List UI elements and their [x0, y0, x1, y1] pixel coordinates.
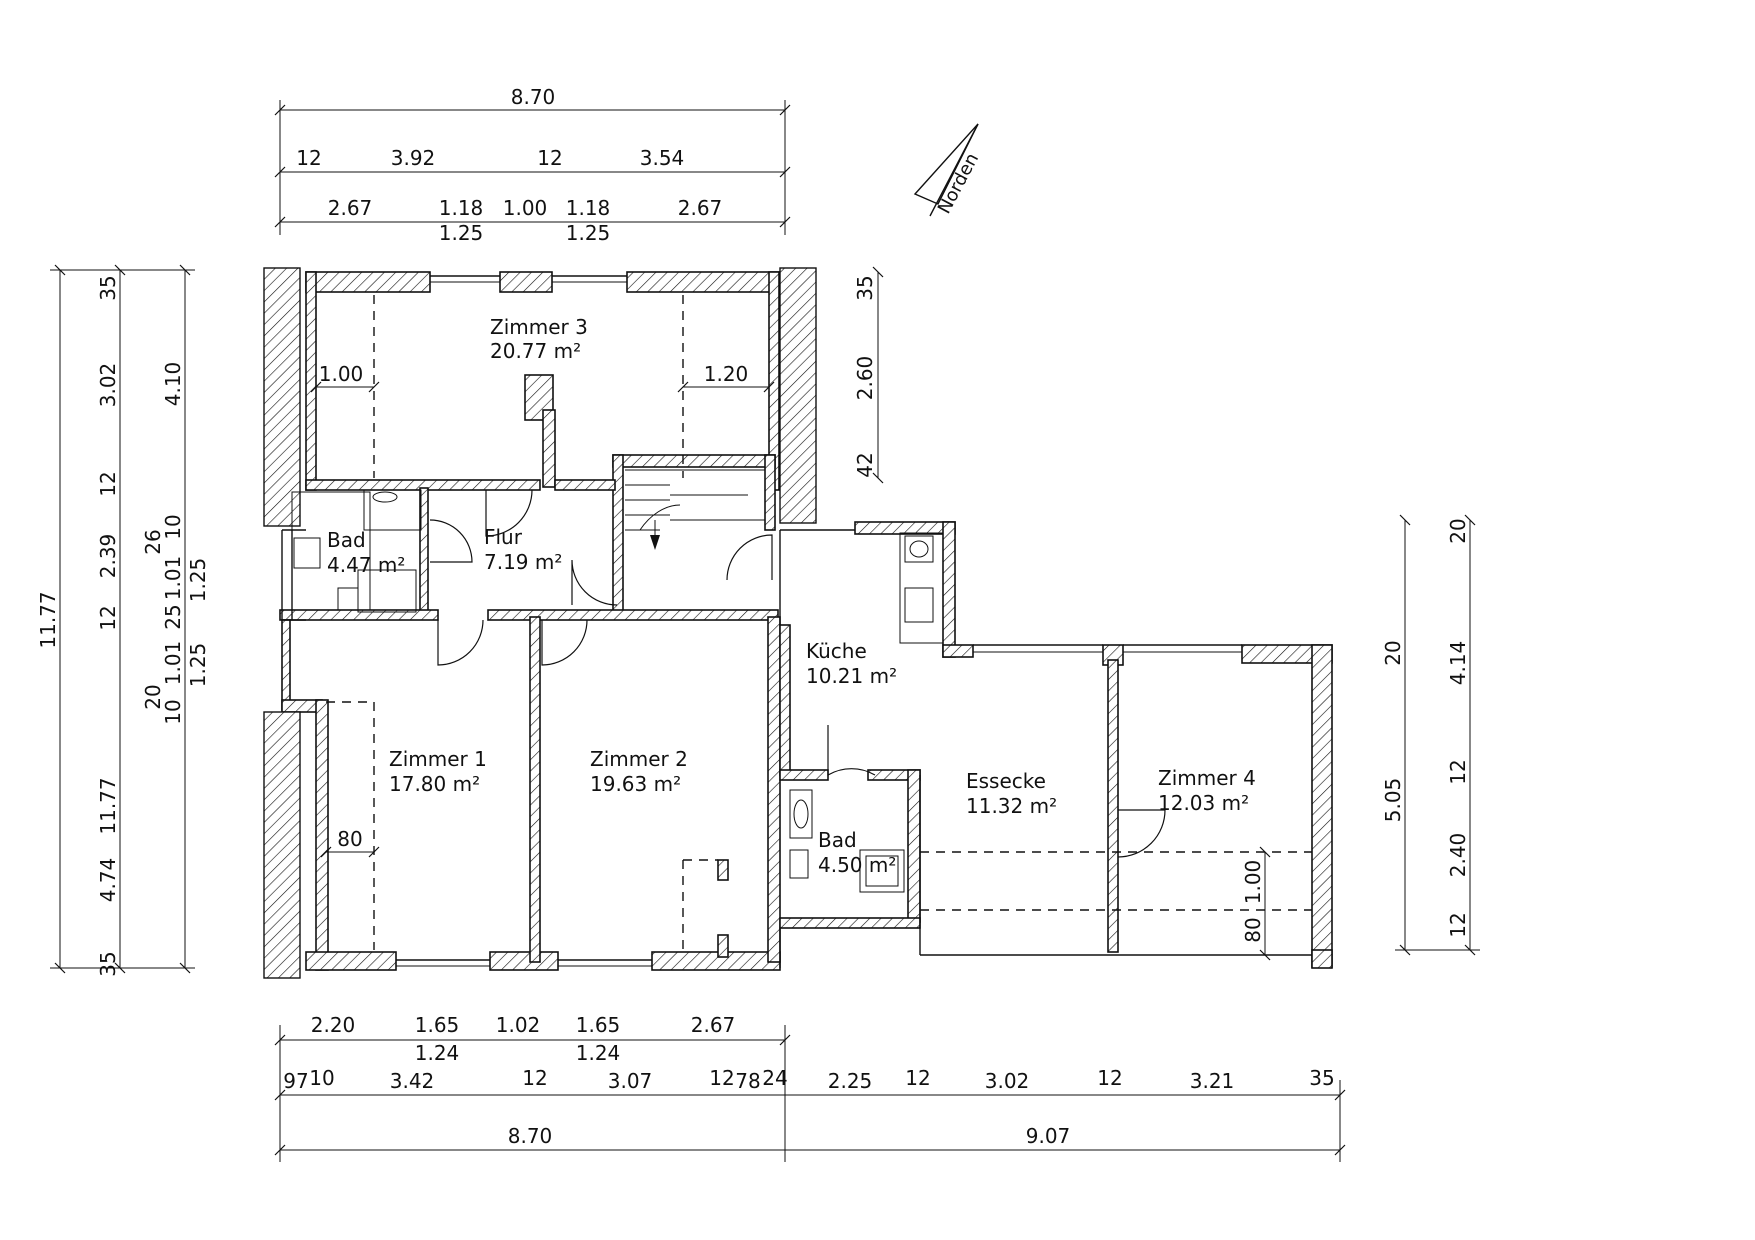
dim-bottom-total: 8.70: [508, 1124, 553, 1148]
room-area-kueche: 10.21 m²: [806, 664, 897, 688]
dim-top-total: 8.70: [511, 85, 556, 109]
dim-left-r3: 4.10: [161, 362, 185, 407]
walls: [279, 271, 1333, 971]
dim-bottom-r1: 1.65: [415, 1013, 460, 1037]
dim-bottom-r2: 3.02: [985, 1069, 1030, 1093]
room-name-bad2: Bad: [818, 828, 857, 852]
room-area-zimmer1: 17.80 m²: [389, 772, 480, 796]
dim-bottom-r2: 3.21: [1190, 1069, 1235, 1093]
dim-left-r2: 4.74: [96, 858, 120, 903]
dim-top-r3: 2.67: [328, 196, 373, 220]
doors: [429, 489, 1166, 858]
fixtures: [291, 489, 944, 893]
room-area-zimmer3: 20.77 m²: [490, 339, 581, 363]
dim-bottom-r2: 97: [283, 1069, 308, 1093]
dim-left-r3: 10: [161, 699, 185, 724]
dim-left-r3: 1.01: [161, 641, 185, 686]
compass: Norden: [913, 123, 983, 218]
dim-bottom-r1: 1.65: [576, 1013, 621, 1037]
dim-z3-right: 2.60: [853, 356, 877, 401]
dim-z3-right: 42: [853, 452, 877, 477]
dim-bottom-r2: 3.42: [390, 1069, 435, 1093]
dim-right: 20: [1446, 518, 1470, 543]
dim-bottom-r1: 2.67: [691, 1013, 736, 1037]
dim-left-r3: 25: [161, 604, 185, 629]
dim-inner: 1.00: [1241, 860, 1265, 905]
dim-top-r3: 1.18: [439, 196, 484, 220]
dim-top-r3: 1.00: [503, 196, 548, 220]
dim-top-r2: 3.54: [640, 146, 685, 170]
dim-right: 12: [1446, 912, 1470, 937]
dim-bottom-r2: 24: [762, 1066, 787, 1090]
dim-top-r2: 3.92: [391, 146, 436, 170]
dim-bottom-r2: 12: [709, 1066, 734, 1090]
dim-top-r3: 2.67: [678, 196, 723, 220]
dim-top-r3-sub: 1.25: [566, 221, 611, 245]
dim-bottom-total: 9.07: [1026, 1124, 1071, 1148]
dim-bottom-r2: 12: [1097, 1066, 1122, 1090]
room-name-zimmer3: Zimmer 3: [490, 315, 588, 339]
dim-left-r2: 3.02: [96, 363, 120, 408]
dim-z3-right: 35: [853, 275, 877, 300]
room-name-kueche: Küche: [806, 639, 867, 663]
dim-left-r3: 1.01: [161, 556, 185, 601]
dim-inner: 80: [337, 827, 362, 851]
dim-right: 2.40: [1446, 833, 1470, 878]
roof-tiles: [263, 267, 817, 979]
dim-left-outer: 11.77: [36, 591, 60, 648]
dim-right: 5.05: [1381, 778, 1405, 823]
dim-inner: 1.20: [704, 362, 749, 386]
room-name-zimmer1: Zimmer 1: [389, 747, 487, 771]
dim-right: 20: [1381, 640, 1405, 665]
dim-left-r3: 1.25: [186, 558, 210, 603]
room-name-essecke: Essecke: [966, 769, 1046, 793]
stair-icon: [625, 469, 765, 550]
dim-inner: 1.00: [319, 362, 364, 386]
dim-top-r2: 12: [296, 146, 321, 170]
dim-left-r3: 20: [141, 684, 165, 709]
dim-inner: 80: [1241, 917, 1265, 942]
dim-top-r3: 1.18: [566, 196, 611, 220]
dim-top-r2: 12: [537, 146, 562, 170]
dim-left-r2: 11.77: [96, 777, 120, 834]
dim-left-r2: 12: [96, 605, 120, 630]
dim-bottom-r2: 10: [309, 1066, 334, 1090]
dim-bottom-r1: 2.20: [311, 1013, 356, 1037]
room-name-zimmer2: Zimmer 2: [590, 747, 688, 771]
room-area-bad2: 4.50 m²: [818, 853, 896, 877]
dim-bottom-r1-sub: 1.24: [576, 1041, 621, 1065]
room-area-essecke: 11.32 m²: [966, 794, 1057, 818]
dimension-lines: [50, 100, 1480, 1162]
room-area-flur: 7.19 m²: [484, 550, 562, 574]
dim-left-r2: 35: [96, 275, 120, 300]
dim-bottom-r2: 78: [735, 1069, 760, 1093]
slope-lines: [326, 295, 1312, 950]
room-labels: Zimmer 3 20.77 m² Bad 4.47 m² Flur 7.19 …: [327, 315, 1256, 877]
dim-right: 4.14: [1446, 641, 1470, 686]
dim-left-r2: 35: [96, 951, 120, 976]
room-area-zimmer4: 12.03 m²: [1158, 791, 1249, 815]
dim-left-r2: 12: [96, 471, 120, 496]
dim-left-r3: 10: [161, 514, 185, 539]
dim-bottom-r2: 2.25: [828, 1069, 873, 1093]
dim-bottom-r2: 12: [522, 1066, 547, 1090]
room-name-zimmer4: Zimmer 4: [1158, 766, 1256, 790]
dim-bottom-r2: 3.07: [608, 1069, 653, 1093]
dim-right: 12: [1446, 759, 1470, 784]
room-area-bad1: 4.47 m²: [327, 553, 405, 577]
dim-bottom-r2: 12: [905, 1066, 930, 1090]
dim-left-r2: 2.39: [96, 534, 120, 579]
dim-top-r3-sub: 1.25: [439, 221, 484, 245]
dim-bottom-r1: 1.02: [496, 1013, 541, 1037]
room-name-flur: Flur: [484, 525, 523, 549]
dim-left-r3: 26: [141, 529, 165, 554]
room-name-bad1: Bad: [327, 528, 366, 552]
dim-bottom-r2: 35: [1309, 1066, 1334, 1090]
dim-bottom-r1-sub: 1.24: [415, 1041, 460, 1065]
dim-left-r3: 1.25: [186, 643, 210, 688]
north-label: Norden: [934, 150, 983, 218]
dimension-texts: 8.70 12 3.92 12 3.54 2.67 1.18 1.00 1.18…: [36, 85, 1470, 1148]
room-area-zimmer2: 19.63 m²: [590, 772, 681, 796]
